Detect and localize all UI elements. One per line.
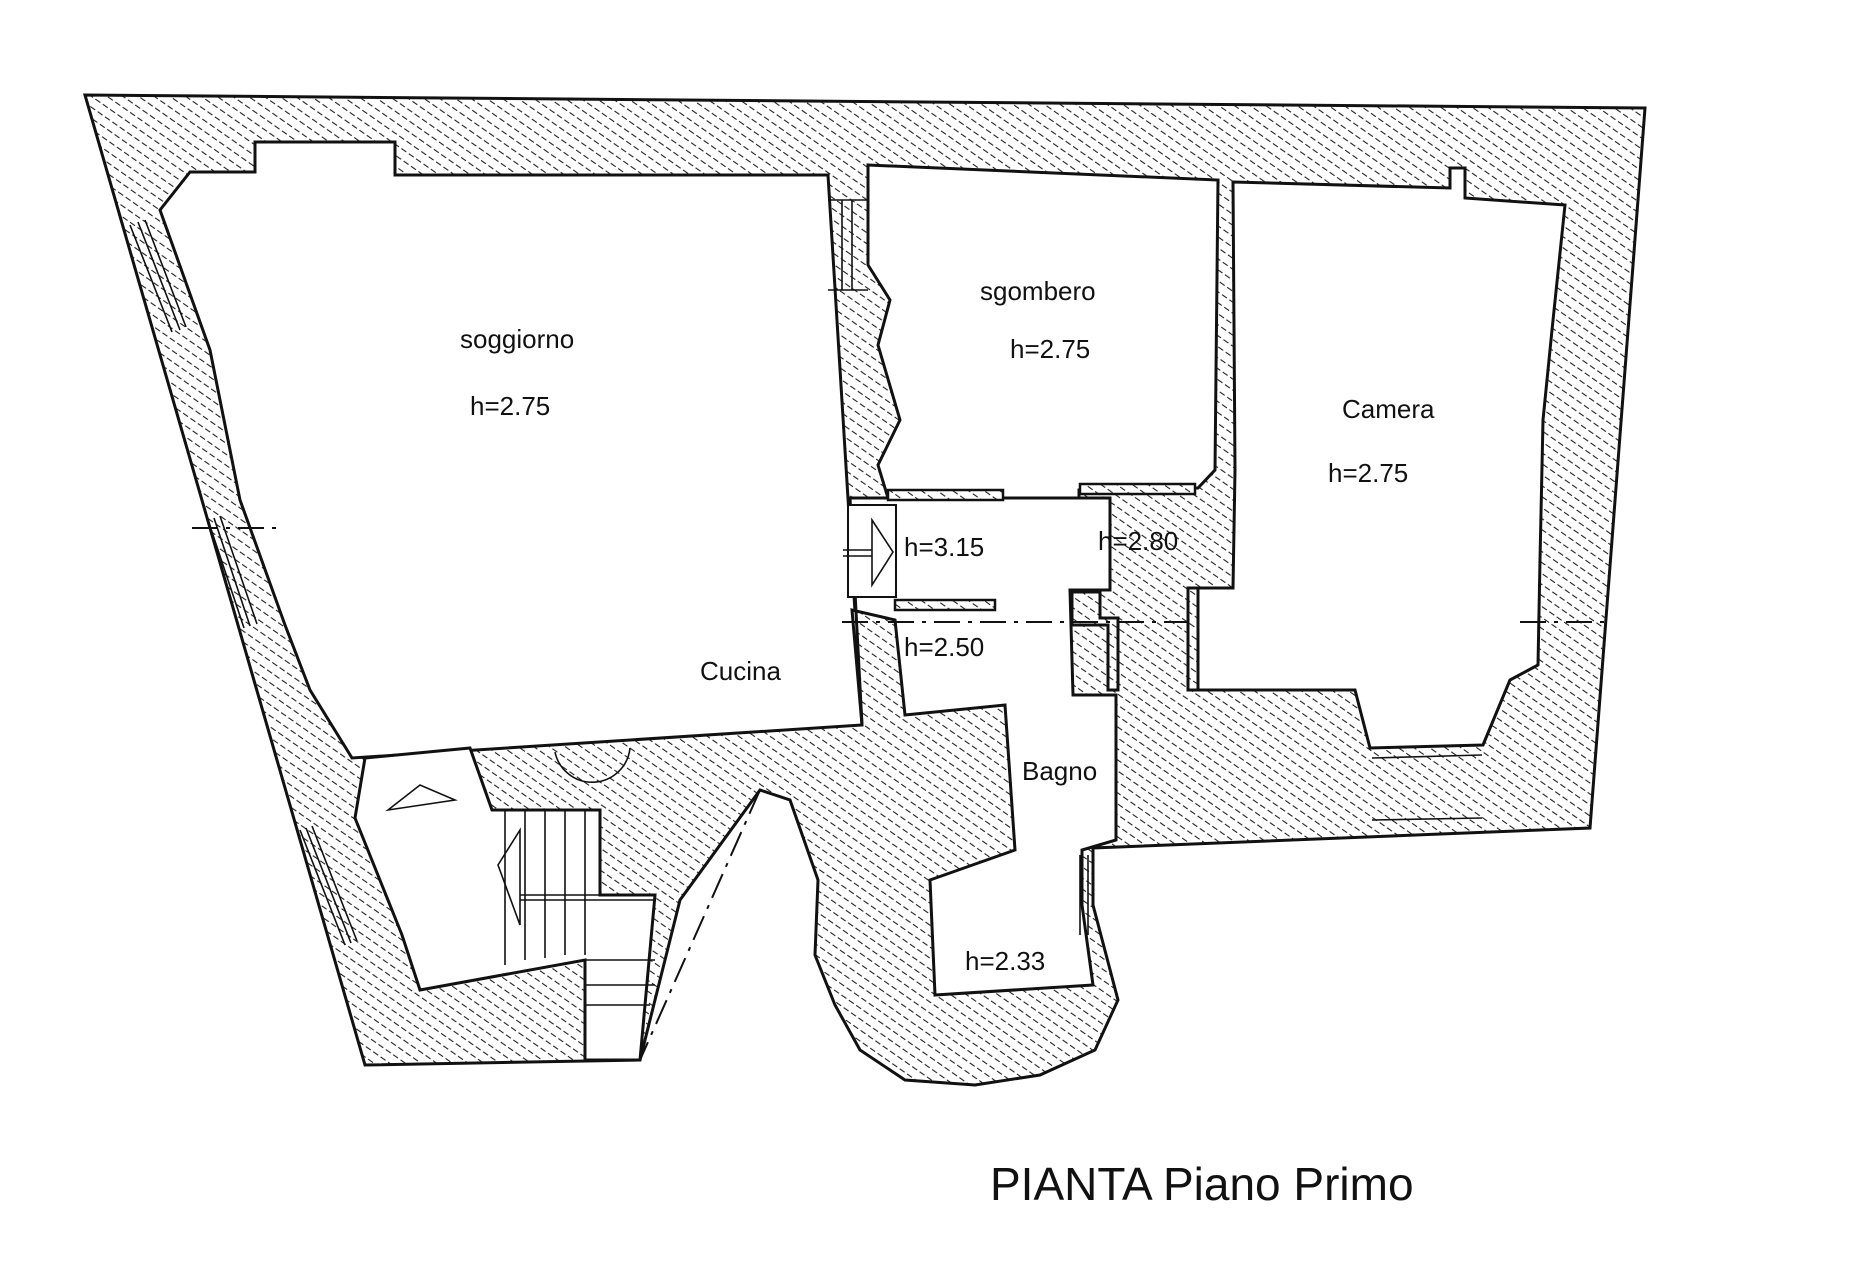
room-sgombero [866,163,1220,500]
wall-stub-4 [1070,590,1120,692]
window-left-3 [299,825,358,946]
stair-dashed-edge [639,789,761,1061]
door-top-corridor [828,199,868,291]
label-cucina: Cucina [700,656,781,686]
plan-title: PIANTA Piano Primo [990,1158,1414,1210]
wall-stub-5 [1186,586,1200,692]
label-sgombero-height: h=2.75 [1010,334,1090,364]
window-left-2 [207,515,258,629]
window-bagno [1079,855,1089,935]
stair-arrow-icon [843,517,894,588]
label-camera: Camera [1342,394,1435,424]
stair-treads [504,810,655,1006]
stair-arrow-left-icon [497,827,521,926]
label-sgombero: sgombero [980,276,1096,306]
label-ripostiglio-height: h=2.50 [904,632,984,662]
arch-opening [554,747,631,783]
label-antibagno-height: h=2.33 [965,946,1045,976]
label-disimpegno-height: h=2.80 [1098,526,1178,556]
label-camera-height: h=2.75 [1328,458,1408,488]
wall-stub-2 [1078,482,1197,496]
room-soggiorno-cucina [158,140,864,760]
label-soggiorno-height: h=2.75 [470,391,550,421]
wall-stub-1 [886,488,1005,502]
label-bagno: Bagno [1022,756,1097,786]
window-left-1 [129,219,187,333]
label-soggiorno: soggiorno [460,324,574,354]
stair-arrow-down-icon [385,784,458,812]
wall-stub-3 [893,598,997,612]
window-bottom-right [1369,744,1484,821]
label-passaggio-height: h=3.15 [904,532,984,562]
